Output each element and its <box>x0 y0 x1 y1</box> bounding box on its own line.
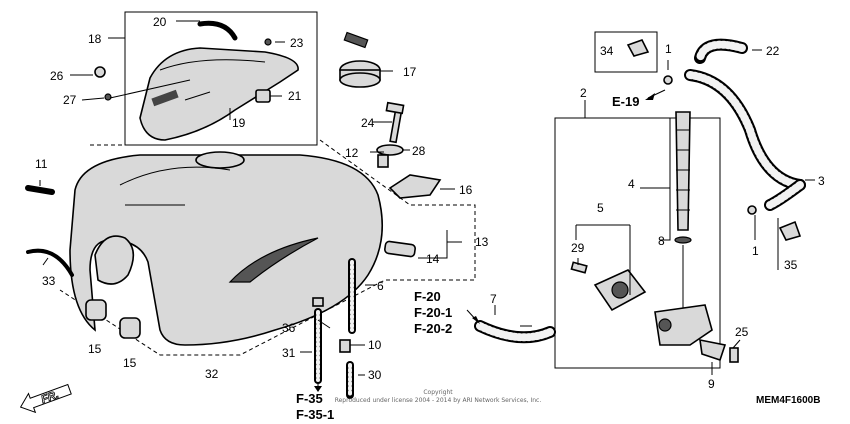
o-ring-8-part[interactable] <box>674 236 692 244</box>
rubber-14-part[interactable] <box>384 240 416 258</box>
cap-key-part <box>343 31 369 49</box>
tank-stripe <box>228 237 319 283</box>
bracket-16-part[interactable] <box>388 174 442 199</box>
clip-23-part[interactable] <box>264 38 272 46</box>
callout-5: 5 <box>597 201 604 215</box>
clip-36-part[interactable] <box>312 297 324 307</box>
callout-2: 2 <box>580 86 587 100</box>
rubber-33-part[interactable] <box>26 248 74 277</box>
callout-18: 18 <box>88 32 102 46</box>
callout-24: 24 <box>361 116 375 130</box>
callout-33: 33 <box>42 274 56 288</box>
collar-12-part[interactable] <box>377 154 389 168</box>
fuel-tank-32[interactable] <box>69 154 383 346</box>
callout-34: 34 <box>600 44 614 58</box>
ref-f35-1[interactable]: F-35-1 <box>296 407 334 422</box>
tank-cover-19[interactable] <box>139 47 299 141</box>
trim-11-part[interactable] <box>25 185 55 195</box>
valve-lever-part[interactable] <box>699 338 727 362</box>
diagram-code: MEM4F1600B <box>756 395 820 406</box>
copyright-line-1: Copyright <box>423 389 453 396</box>
ref-f20[interactable]: F-20 <box>414 289 441 304</box>
callout-14: 14 <box>426 252 440 266</box>
cover-emblem <box>151 89 179 107</box>
tank-cap-area <box>195 151 245 169</box>
arrow-e19 <box>645 93 655 100</box>
cushion-15a-part[interactable] <box>85 299 107 321</box>
arrow-f20 <box>472 316 480 324</box>
box-34-outline <box>594 31 658 73</box>
ref-f35[interactable]: F-35 <box>296 391 323 406</box>
clip-1b-part[interactable] <box>747 205 757 215</box>
callout-21: 21 <box>288 89 302 103</box>
clip-35-part[interactable] <box>778 220 802 241</box>
fuel-valve-9[interactable] <box>654 304 713 346</box>
callout-25: 25 <box>735 325 749 339</box>
callout-10: 10 <box>368 338 382 352</box>
callout-16: 16 <box>459 183 473 197</box>
callout-1b: 1 <box>752 244 759 258</box>
callout-9: 9 <box>708 377 715 391</box>
cushion-15b-part[interactable] <box>119 317 141 339</box>
callout-12: 12 <box>345 146 359 160</box>
dash-outline-tank <box>59 139 476 356</box>
ref-e19[interactable]: E-19 <box>612 94 639 109</box>
callout-17: 17 <box>403 65 417 79</box>
callout-13: 13 <box>475 235 489 249</box>
callout-15a: 15 <box>88 342 102 356</box>
callout-11: 11 <box>35 157 48 171</box>
screw-29-part[interactable] <box>570 261 588 274</box>
copyright-line-2: Reproduced under license 2004 - 2014 by … <box>335 397 542 404</box>
callout-6: 6 <box>377 279 384 293</box>
callout-3: 3 <box>818 174 825 188</box>
tank-knee-recess <box>94 235 135 285</box>
callout-26: 26 <box>50 69 64 83</box>
callout-31: 31 <box>282 346 296 360</box>
callout-4: 4 <box>628 177 635 191</box>
callout-29: 29 <box>571 241 585 255</box>
front-direction-arrow: FR. <box>19 383 72 414</box>
callout-20: 20 <box>153 15 167 29</box>
clip-1a-part[interactable] <box>663 75 673 85</box>
rubber-seal-20[interactable] <box>197 20 238 41</box>
arrow-f35 <box>314 386 322 392</box>
nut-21-part[interactable] <box>255 89 271 103</box>
ref-f20-1[interactable]: F-20-1 <box>414 305 452 320</box>
box-18-outline <box>124 11 318 146</box>
callout-27: 27 <box>63 93 77 107</box>
callout-19: 19 <box>232 116 246 130</box>
callout-8: 8 <box>658 234 665 248</box>
callout-7: 7 <box>490 292 497 306</box>
callout-36: 36 <box>282 321 296 335</box>
ref-f20-2[interactable]: F-20-2 <box>414 321 452 336</box>
callout-30: 30 <box>368 368 382 382</box>
screw-26-part[interactable] <box>94 66 106 78</box>
strainer-4-part[interactable] <box>675 111 691 231</box>
joint-10-part[interactable] <box>339 339 351 353</box>
callout-22: 22 <box>766 44 780 58</box>
callout-35: 35 <box>784 258 798 272</box>
callout-1a: 1 <box>665 42 672 56</box>
washer-27-part[interactable] <box>104 93 112 101</box>
screw-25-part[interactable] <box>729 347 739 363</box>
washer-28-part[interactable] <box>376 144 404 156</box>
clip-34-part[interactable] <box>626 39 650 57</box>
bolt-24-part[interactable] <box>389 108 403 144</box>
callout-28: 28 <box>412 144 426 158</box>
box-2-outline <box>554 117 721 369</box>
callout-15b: 15 <box>123 356 137 370</box>
callout-32: 32 <box>205 367 219 381</box>
callout-23: 23 <box>290 36 304 50</box>
